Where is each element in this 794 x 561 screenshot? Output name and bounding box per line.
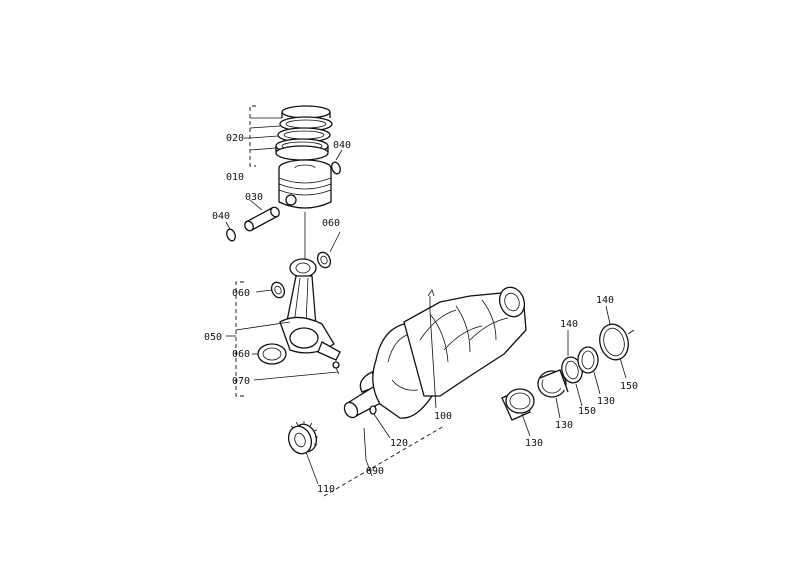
- thrust-washer-right: [599, 305, 635, 379]
- rod-bearing: [252, 343, 287, 365]
- label-110: 110: [317, 484, 335, 495]
- piston-rings: [275, 105, 333, 161]
- label-050: 050: [204, 332, 222, 343]
- label-010: 010: [226, 172, 244, 183]
- piston-pin: [244, 199, 280, 232]
- connecting-rod: [279, 258, 341, 375]
- label-150-mid: 150: [578, 406, 596, 417]
- snap-ring-upper: [331, 149, 343, 175]
- label-020: 020: [226, 133, 244, 144]
- main-bearing-left: [501, 388, 535, 437]
- label-040-upper: 040: [333, 140, 351, 151]
- label-090: 090: [366, 466, 384, 477]
- crankshaft-gear: [287, 421, 319, 485]
- label-070: 070: [232, 376, 250, 387]
- label-060-left: 060: [232, 288, 250, 299]
- label-130-right: 130: [597, 396, 615, 407]
- part-labels: 020 040 010 030 040 060 060 050 060 070 …: [204, 133, 638, 495]
- main-bearing-mid: [537, 369, 569, 419]
- rod-small-end-bushing-right: [316, 231, 341, 269]
- crankshaft: [343, 286, 527, 419]
- label-040-lower: 040: [212, 211, 230, 222]
- rod-small-end-bushing-left: [255, 281, 286, 299]
- label-140-mid: 140: [560, 319, 578, 330]
- label-120: 120: [390, 438, 408, 449]
- label-130-left: 130: [525, 438, 543, 449]
- label-060-upper: 060: [322, 218, 340, 229]
- key-pin: [369, 405, 391, 439]
- label-060-lower: 060: [232, 349, 250, 360]
- piston: [278, 159, 332, 262]
- label-150-right: 150: [620, 381, 638, 392]
- label-130-mid: 130: [555, 420, 573, 431]
- main-bearing-right: [577, 346, 601, 395]
- snap-ring-lower: [225, 221, 236, 242]
- label-140-right: 140: [596, 295, 614, 306]
- crank-bracket: [323, 425, 445, 497]
- label-030: 030: [245, 192, 263, 203]
- rod-bracket: [226, 281, 339, 397]
- label-100: 100: [434, 411, 452, 422]
- rings-bracket: [244, 105, 282, 167]
